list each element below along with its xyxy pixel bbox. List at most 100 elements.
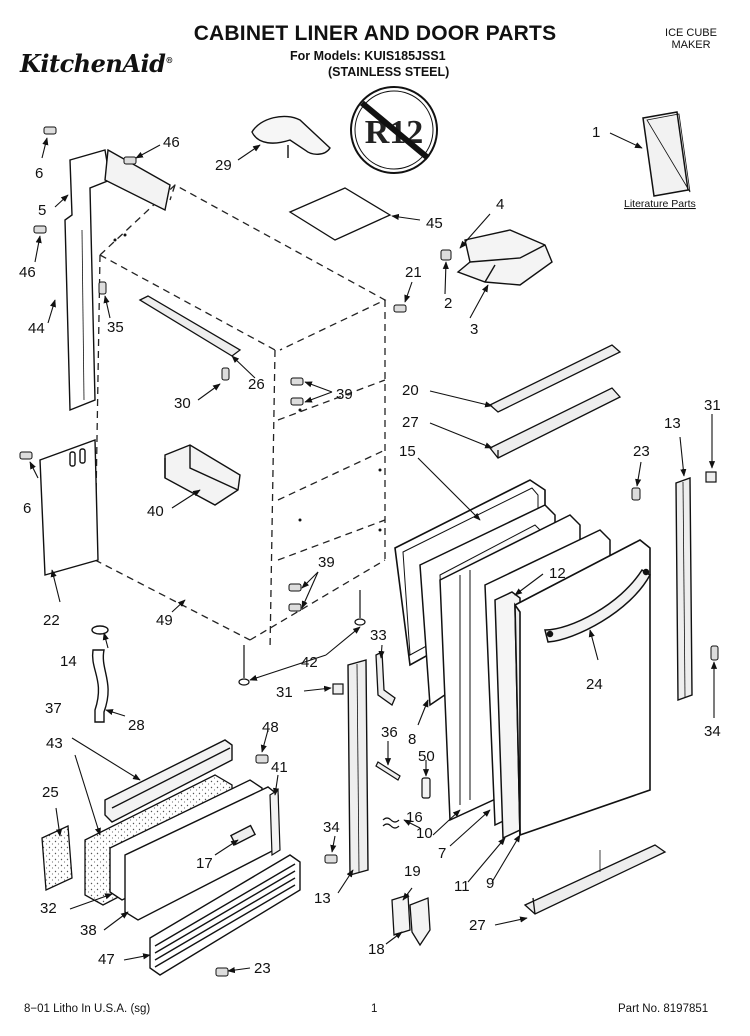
part-36-pin <box>375 761 401 781</box>
part-number: Part No. 8197851 <box>618 1003 709 1015</box>
part-25-block <box>41 825 73 891</box>
callout-45: 45 <box>426 215 443 232</box>
callout-30: 30 <box>174 395 191 412</box>
callout-47: 47 <box>98 951 115 968</box>
callout-17: 17 <box>196 855 213 872</box>
callout-27-lower: 27 <box>469 917 486 934</box>
callout-10: 10 <box>416 825 433 842</box>
callout-24: 24 <box>586 676 603 693</box>
callout-8: 8 <box>408 731 416 748</box>
callout-46-upper: 46 <box>163 134 180 151</box>
part-37-kick-bracket <box>104 739 233 823</box>
part-27-rail-upper <box>488 387 622 459</box>
callout-32: 32 <box>40 900 57 917</box>
callout-36: 36 <box>381 724 398 741</box>
callout-2: 2 <box>444 295 452 312</box>
callout-44: 44 <box>28 320 45 337</box>
callout-14: 14 <box>60 653 77 670</box>
callout-23-bottom: 23 <box>254 960 271 977</box>
part-14-drain-tube <box>91 625 109 723</box>
part-31-clip-right <box>705 471 717 483</box>
callout-5: 5 <box>38 202 46 219</box>
finish-label: (STAINLESS STEEL) <box>328 65 450 79</box>
callout-19: 19 <box>404 863 421 880</box>
part-31-clip-left <box>332 683 344 695</box>
part-13-hinge-rail-left <box>347 659 369 876</box>
callout-20: 20 <box>402 382 419 399</box>
callout-49: 49 <box>156 612 173 629</box>
bracket-lower-left <box>39 439 99 576</box>
callout-18: 18 <box>368 941 385 958</box>
callout-6-lower: 6 <box>23 500 31 517</box>
model-number: For Models: KUIS185JSS1 <box>290 49 446 63</box>
callout-46-lower: 46 <box>19 264 36 281</box>
part-26-rail <box>138 295 242 357</box>
part-18-hinge <box>391 894 431 947</box>
part-45-label-sheet <box>288 187 392 241</box>
callout-27-upper: 27 <box>402 414 419 431</box>
part-13-hinge-rail-right <box>675 477 693 701</box>
product-category-label: ICE CUBE MAKER <box>648 27 734 51</box>
part-40-tray <box>164 444 241 506</box>
callout-39-upper: 39 <box>336 386 353 403</box>
callout-23-right: 23 <box>633 443 650 460</box>
callout-40: 40 <box>147 503 164 520</box>
part-33-bracket <box>375 650 396 706</box>
callout-48: 48 <box>262 719 279 736</box>
callout-33: 33 <box>370 627 387 644</box>
callout-12: 12 <box>549 565 566 582</box>
category-line-2: MAKER <box>671 39 711 51</box>
part-50-pin <box>421 777 431 799</box>
callout-3: 3 <box>470 321 478 338</box>
part-20-rail <box>488 344 622 413</box>
category-line-1: ICE CUBE <box>665 27 717 39</box>
part-16-spring <box>382 817 400 829</box>
callout-7: 7 <box>438 845 446 862</box>
callout-28: 28 <box>128 717 145 734</box>
literature-label: Literature Parts <box>624 198 696 210</box>
callout-21: 21 <box>405 264 422 281</box>
callout-13-right: 13 <box>664 415 681 432</box>
part-9-door-panel <box>514 539 651 837</box>
callout-42: 42 <box>301 654 318 671</box>
page-number: 1 <box>371 1003 378 1015</box>
callout-34-left: 34 <box>323 819 340 836</box>
screws <box>19 126 719 977</box>
callout-4: 4 <box>496 196 504 213</box>
callout-31-right: 31 <box>704 397 721 414</box>
callout-29: 29 <box>215 157 232 174</box>
part-3-bin <box>456 229 553 286</box>
callout-25: 25 <box>42 784 59 801</box>
bracket-upper-left <box>64 148 171 412</box>
callout-11: 11 <box>454 878 470 895</box>
print-info: 8−01 Litho In U.S.A. (sg) <box>24 1003 151 1015</box>
part-47-grille <box>149 854 301 976</box>
callout-9: 9 <box>486 875 494 892</box>
part-29-cap <box>251 115 331 158</box>
callout-41: 41 <box>271 759 288 776</box>
callout-1: 1 <box>592 124 600 141</box>
callout-16: 16 <box>406 809 423 826</box>
callout-50: 50 <box>418 748 435 765</box>
callout-35: 35 <box>107 319 124 336</box>
callout-22: 22 <box>43 612 60 629</box>
callout-13-left: 13 <box>314 890 331 907</box>
callout-37: 37 <box>45 700 62 717</box>
callout-39-lower: 39 <box>318 554 335 571</box>
callout-6-upper: 6 <box>35 165 43 182</box>
literature-booklet: Literature Parts <box>624 111 696 210</box>
cabinet-liner <box>94 184 387 651</box>
callout-15: 15 <box>399 443 416 460</box>
part-42-legs <box>238 590 366 686</box>
callout-43: 43 <box>46 735 63 752</box>
callout-38: 38 <box>80 922 97 939</box>
no-r12-badge: R12 <box>350 86 438 174</box>
part-27-rail-lower <box>523 844 667 915</box>
brand-logo: KitchenAid® <box>20 49 173 78</box>
part-24-handle <box>544 568 651 643</box>
callout-31-left: 31 <box>276 684 293 701</box>
page-title: CABINET LINER AND DOOR PARTS <box>193 22 557 45</box>
callout-26: 26 <box>248 376 265 393</box>
callout-numbers: 1 2 3 4 5 6 6 8 9 10 11 12 13 13 14 15 1… <box>19 124 721 977</box>
